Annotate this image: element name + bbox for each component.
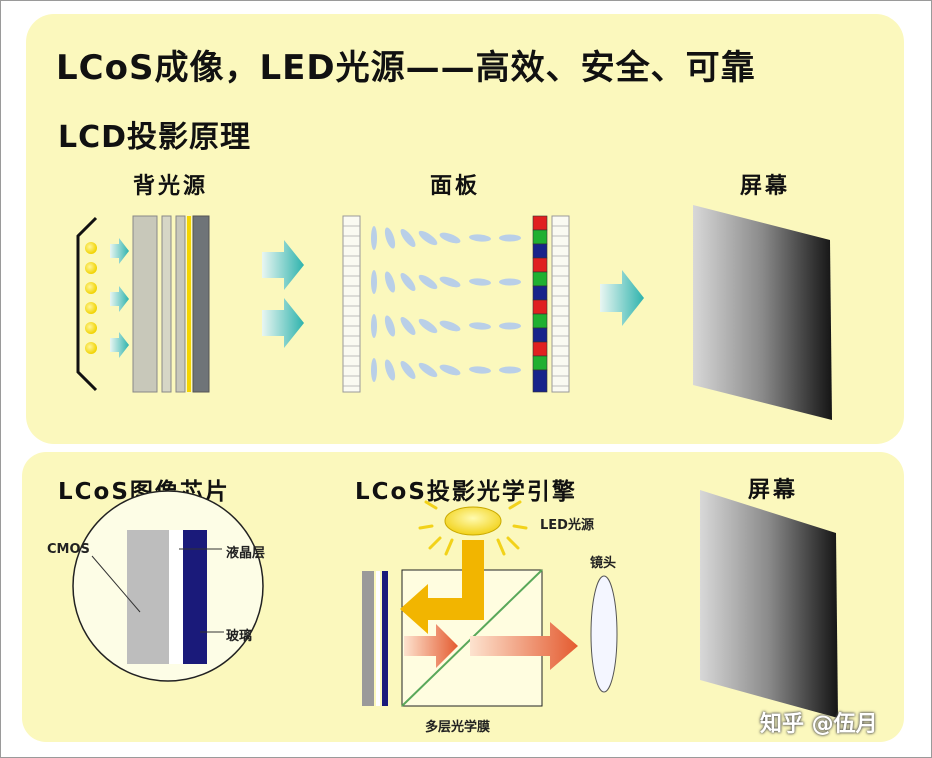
lcos-engine-heading: LCoS投影光学引擎 (355, 479, 577, 505)
reflected-beam-arrows (404, 622, 578, 670)
backlight-label: 背光源 (133, 174, 209, 199)
lcd-big-arrows (262, 240, 644, 348)
lcos-engine-panel (362, 571, 388, 706)
led-beam-arrow (400, 540, 484, 634)
backlight-layers (132, 215, 210, 393)
lcd-polarizer-left (342, 215, 361, 393)
lcd-screen (693, 205, 832, 420)
rgb-color-filter (532, 215, 548, 393)
backlight-reflector (76, 216, 98, 392)
lcos-chip-circle (72, 490, 264, 682)
lcos-screen (700, 490, 838, 718)
lcd-screen-label: 屏幕 (740, 174, 791, 199)
main-title: LCoS成像，LED光源——高效、安全、可靠 (56, 48, 756, 88)
backlight-small-arrows (110, 238, 129, 358)
lens-label: 镜头 (590, 556, 617, 571)
backlight-leds (85, 242, 97, 354)
optical-film-label: 多层光学膜 (425, 720, 491, 735)
liquid-crystal-molecules (371, 226, 521, 382)
panel-label: 面板 (430, 174, 481, 199)
lcd-heading: LCD投影原理 (58, 120, 252, 155)
lcd-polarizer-right (551, 215, 570, 393)
lcos-screen-label: 屏幕 (748, 478, 799, 503)
projection-lens (590, 575, 618, 693)
led-source-label: LED光源 (540, 518, 594, 533)
watermark: 知乎 @伍月 (760, 712, 878, 737)
cmos-label: CMOS (47, 542, 90, 557)
led-light-source (418, 500, 528, 556)
glass-label: 玻璃 (226, 629, 253, 644)
liquid-crystal-label: 液晶层 (226, 546, 266, 561)
